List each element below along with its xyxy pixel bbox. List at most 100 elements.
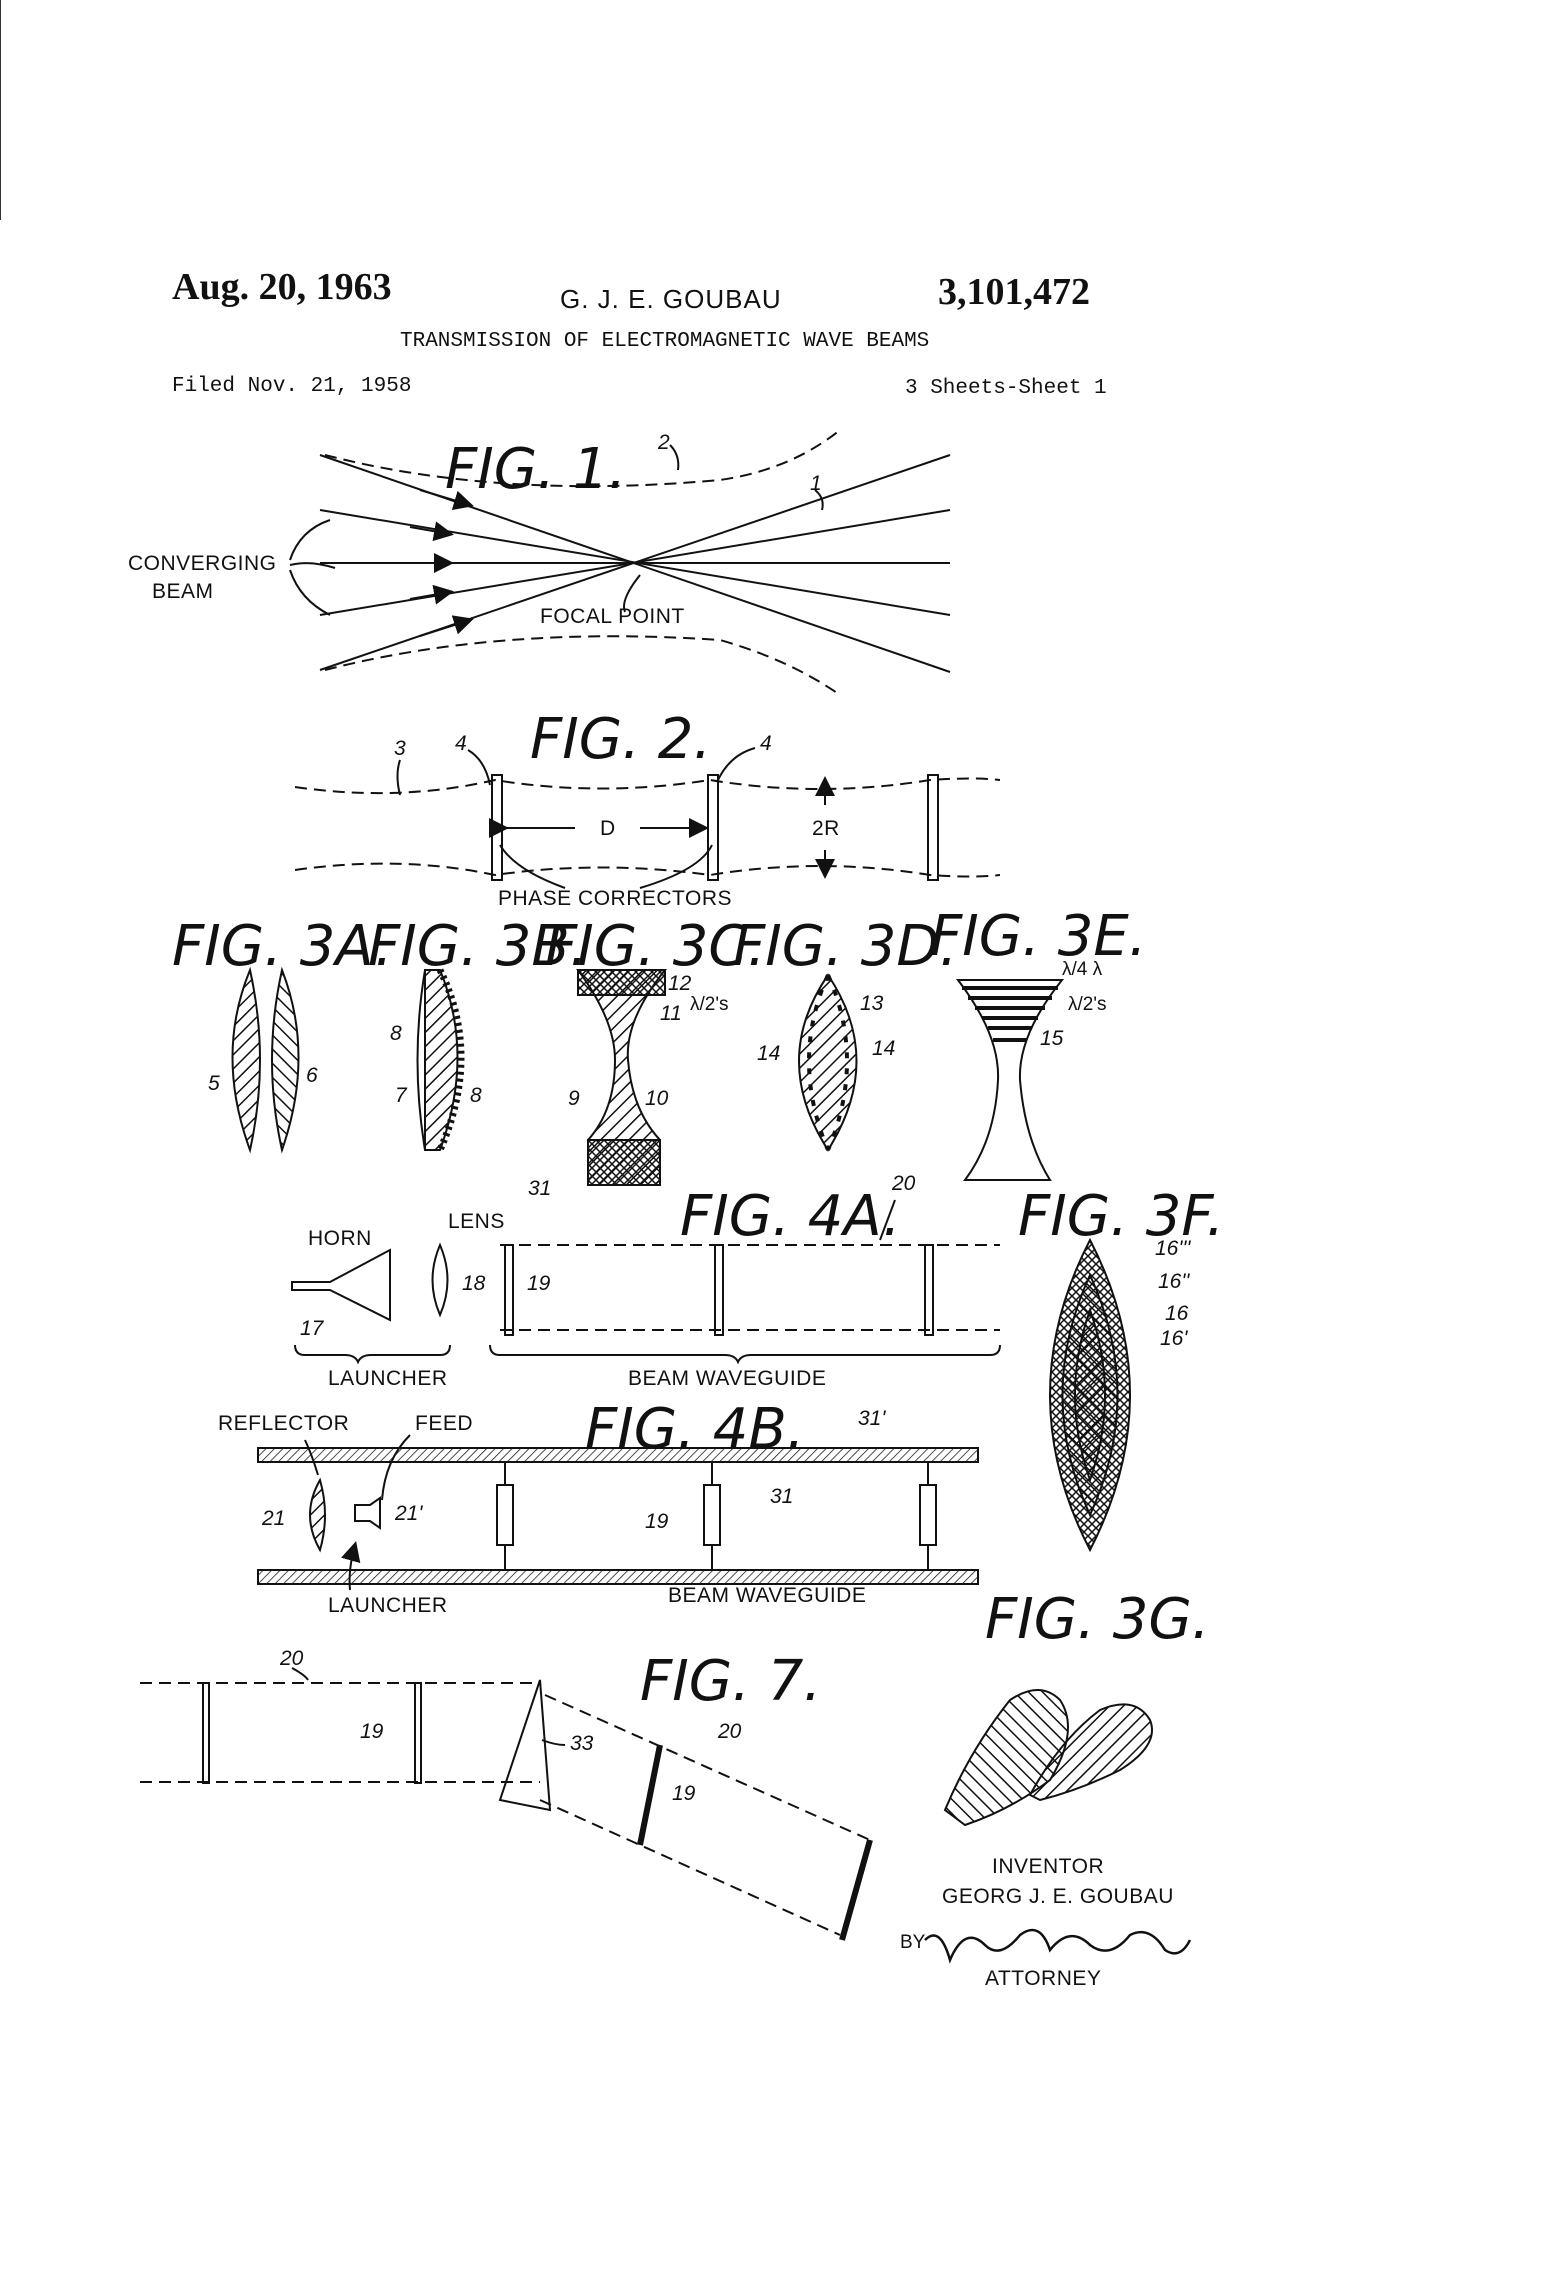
inventor-name-header: G. J. E. GOUBAU <box>560 284 782 314</box>
fig-1-beam-envelope-top <box>324 429 841 488</box>
fig-7-corrector-2 <box>414 1682 422 1784</box>
fig-3e-lambda: λ/2's <box>1068 994 1106 1015</box>
fig-3c-ref-12: 12 <box>668 972 692 995</box>
fig-2-ref-4a-leader <box>467 749 491 786</box>
fig-2-envelope-bottom <box>294 862 1001 878</box>
fig-1-label-focal: FOCAL POINT <box>540 605 685 628</box>
fig-3g: FIG. 3G. <box>943 1587 1210 1827</box>
fig-7-ref-19a: 19 <box>360 1720 384 1743</box>
fig-4b-ref-21: 21 <box>261 1507 285 1530</box>
fig-4a-lens <box>431 1242 449 1318</box>
fig-3b-title: FIG. 3B. <box>368 914 588 979</box>
fig-3d-ref-14b: 14 <box>872 1037 895 1060</box>
fig-3e-layers-15 <box>962 986 1058 1042</box>
fig-7-ref-20a-leader <box>291 1667 309 1681</box>
fig-1-focal-leader <box>623 574 641 613</box>
fig-7-ref-20b: 20 <box>717 1720 742 1743</box>
fig-7-beam-top-out <box>544 1694 871 1841</box>
fig-4b-tube-top-wall <box>257 1447 979 1463</box>
fig-3a-lens-5 <box>231 966 261 1154</box>
fig-7-prism <box>498 1679 552 1812</box>
fig-3f-core <box>1074 1306 1106 1484</box>
fig-3a-ref-6: 6 <box>306 1064 318 1087</box>
fig-4b-ref-31p: 31' <box>858 1407 886 1430</box>
fig-7-corrector-4 <box>839 1839 873 1941</box>
fig-3e-title: FIG. 3E. <box>930 904 1147 969</box>
fig-3b-coating-8 <box>436 968 465 1152</box>
fig-3f: FIG. 3F. 16''' 16'' 16 16' <box>1018 1184 1224 1553</box>
fig-3b-ref-8b: 8 <box>470 1084 482 1107</box>
fig-1-beam-envelope-bottom <box>324 635 841 696</box>
fig-4b-label-reflector: REFLECTOR <box>218 1412 349 1435</box>
attorney-label: ATTORNEY <box>985 1967 1101 1990</box>
fig-4b-correctors <box>496 1462 937 1570</box>
by-label: BY <box>900 1932 926 1953</box>
fig-2-dim-2r: 2R <box>812 817 840 840</box>
fig-3e-lambda-quarter: λ/4 λ <box>1062 959 1103 980</box>
fig-3c-ref-9: 9 <box>568 1087 580 1110</box>
fig-3d-ref-13: 13 <box>860 992 884 1015</box>
fig-3-row: FIG. 3A. FIG. 3B. FIG. 3C. FIG. 3D. FIG.… <box>172 904 1147 1200</box>
fig-4a-title: FIG. 4A. <box>680 1184 901 1249</box>
fig-4a-ref-19: 19 <box>527 1272 551 1295</box>
fig-3f-ref-16: 16 <box>1165 1302 1189 1325</box>
fig-4a-ref-20: 20 <box>891 1172 916 1195</box>
fig-3g-fragment-right <box>1028 1703 1153 1802</box>
fig-3e-ref-15: 15 <box>1040 1027 1064 1050</box>
fig-7-ref-33: 33 <box>570 1732 594 1755</box>
patent-number: 3,101,472 <box>938 271 1090 313</box>
fig-2-phase-corrector-2 <box>707 774 719 881</box>
fig-4b-ref-21p: 21' <box>394 1502 423 1525</box>
fig-4b-ref-31: 31 <box>770 1485 793 1508</box>
fig-3f-ref-16ppp: 16''' <box>1155 1237 1191 1260</box>
fig-7-beam-bottom-out <box>539 1799 841 1936</box>
fig-4a-label-launcher: LAUNCHER <box>328 1367 448 1390</box>
fig-4a-ref-20-leader <box>879 1199 896 1241</box>
page-edge-line <box>0 0 1 220</box>
fig-3a-ref-5: 5 <box>208 1072 220 1095</box>
fig-3b-ref-8a: 8 <box>390 1022 402 1045</box>
fig-4b-reflector-leader <box>304 1439 319 1476</box>
fig-4a: FIG. 4A. 20 HORN 17 LENS 18 19 LAUNCHER … <box>291 1172 1001 1390</box>
fig-4b-label-waveguide: BEAM WAVEGUIDE <box>668 1584 866 1607</box>
fig-1-ref-2: 2 <box>657 431 670 454</box>
fig-4a-corrector-1 <box>504 1244 514 1336</box>
fig-2-ref-3-leader <box>396 759 401 796</box>
fig-3c-base-31 <box>587 1139 661 1186</box>
fig-3f-ref-16p: 16' <box>1160 1327 1188 1350</box>
fig-2: FIG. 2. D 2R 3 4 4 PHASE CORRECTORS <box>294 707 1001 910</box>
fig-1-ref-1: 1 <box>810 472 822 495</box>
fig-2-ref-4b-leader <box>717 747 756 781</box>
fig-4b-label-feed: FEED <box>415 1412 473 1435</box>
fig-4b-launcher-arrow <box>341 1541 361 1591</box>
fig-7: FIG. 7. 20 19 33 20 19 <box>140 1647 873 1941</box>
fig-1-converging-leaders <box>289 519 336 616</box>
fig-2-envelope-top <box>294 777 1001 795</box>
fig-4b: FIG. 4B. REFLECTOR FEED 31' 21 21' 31 19 <box>218 1397 979 1617</box>
fig-3c-top-12 <box>577 969 666 996</box>
fig-3f-ref-16pp: 16'' <box>1158 1270 1190 1293</box>
fig-4a-waveguide-brace <box>489 1344 1001 1365</box>
fig-3d-lens <box>798 973 858 1152</box>
fig-3d-corrugations-14 <box>807 974 849 1151</box>
fig-4b-ref-19: 19 <box>645 1510 669 1533</box>
fig-4b-feed <box>354 1496 381 1530</box>
fig-2-ref-4b: 4 <box>760 732 772 755</box>
fig-4a-launcher-brace <box>294 1344 451 1365</box>
fig-3f-title: FIG. 3F. <box>1018 1184 1224 1249</box>
fig-2-phase-corrector-1 <box>491 774 503 881</box>
fig-2-title: FIG. 2. <box>530 707 711 772</box>
fig-4a-ref-17: 17 <box>300 1317 325 1340</box>
fig-3g-title: FIG. 3G. <box>985 1587 1210 1652</box>
fig-7-ref-20a: 20 <box>279 1647 304 1670</box>
fig-7-ref-33-leader <box>541 1739 566 1746</box>
fig-1-label-beam: BEAM <box>152 580 214 603</box>
fig-2-phase-corrector-3 <box>927 774 939 881</box>
fig-3c-ref-11: 11 <box>660 1002 682 1025</box>
fig-2-label-phase: PHASE CORRECTORS <box>498 887 732 910</box>
fig-2-dim-d: D <box>600 817 616 840</box>
fig-4b-tube-bottom-wall <box>257 1569 979 1585</box>
fig-2-phase-corrector-leaders <box>499 844 713 889</box>
